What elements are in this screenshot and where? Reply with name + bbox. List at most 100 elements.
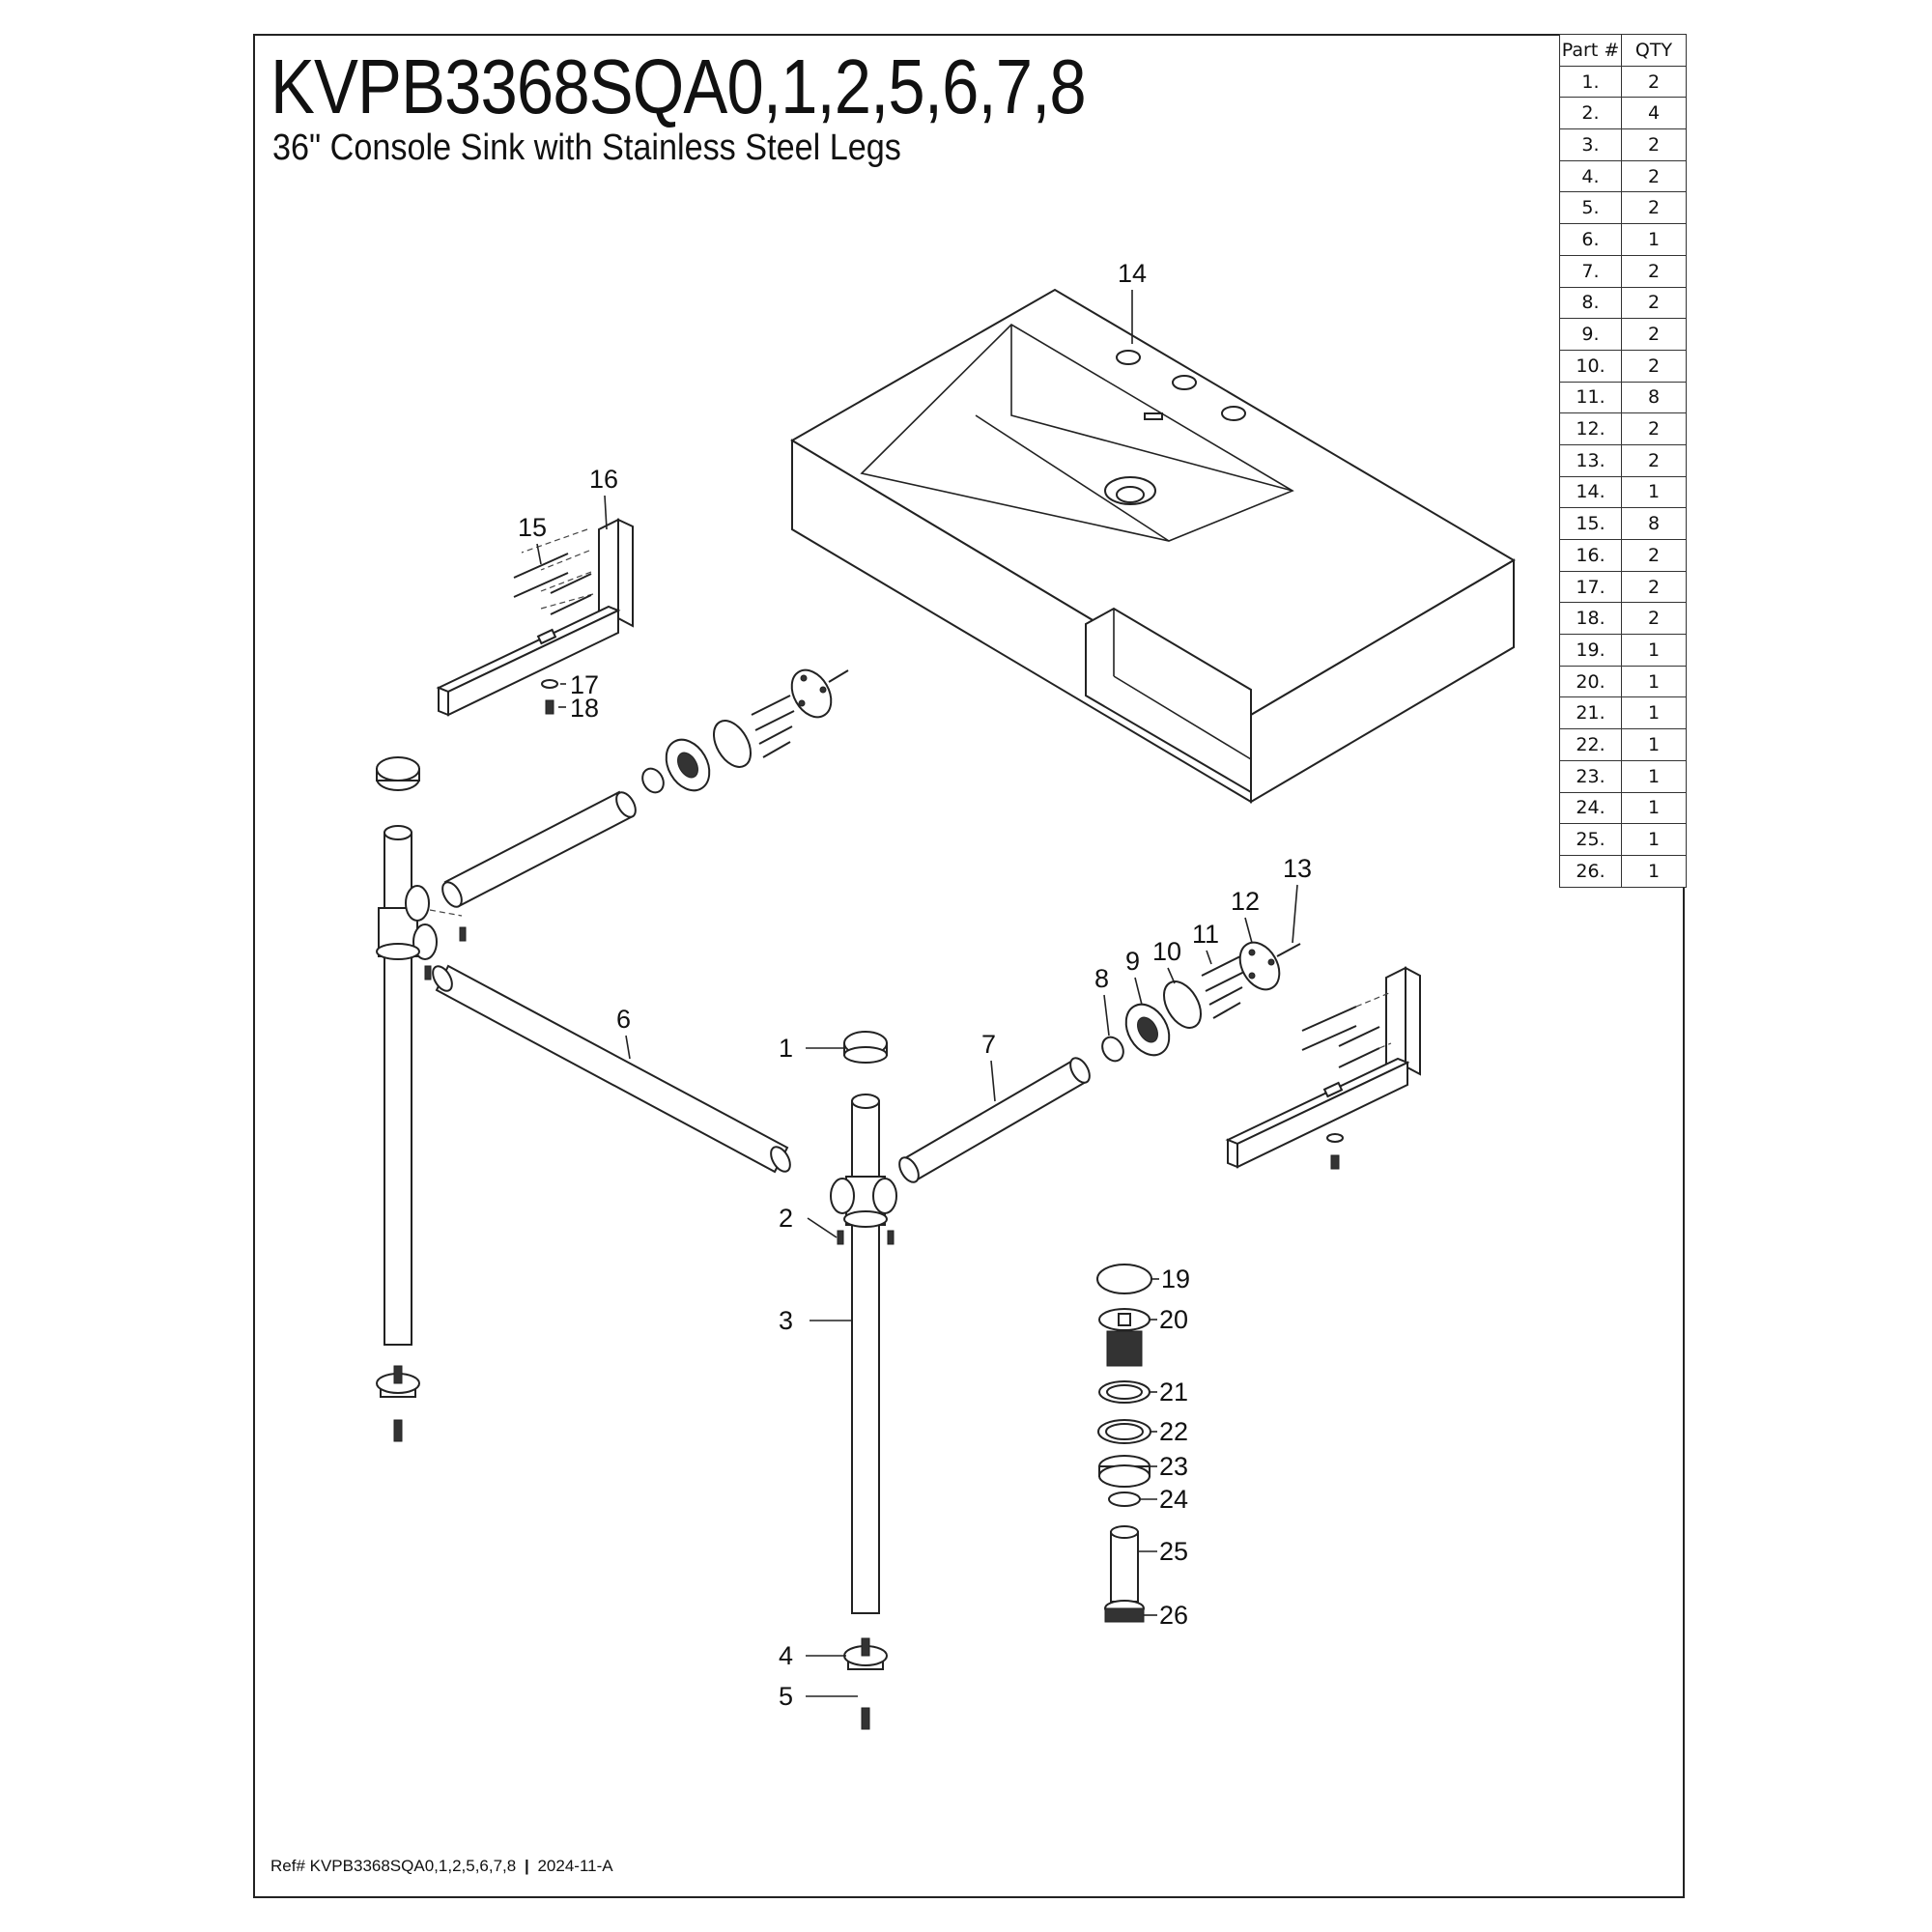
table-row: 12.2 bbox=[1559, 412, 1687, 445]
quantity-cell: 2 bbox=[1621, 412, 1687, 445]
table-row: 1.2 bbox=[1559, 65, 1687, 99]
part-number-cell: 22. bbox=[1559, 728, 1622, 761]
left-leg-assembly bbox=[376, 756, 467, 1442]
part-number-cell: 19. bbox=[1559, 634, 1622, 667]
set-screw-13 bbox=[1276, 943, 1301, 957]
callout-9: 9 bbox=[1125, 947, 1140, 976]
callout-2: 2 bbox=[779, 1204, 793, 1233]
table-row: 16.2 bbox=[1559, 539, 1687, 572]
quantity-cell: 1 bbox=[1621, 728, 1687, 761]
part-number-cell: 12. bbox=[1559, 412, 1622, 445]
quantity-cell: 2 bbox=[1621, 570, 1687, 604]
callout-14: 14 bbox=[1118, 259, 1147, 288]
bracket-screws-left bbox=[513, 553, 592, 615]
table-row: 10.2 bbox=[1559, 349, 1687, 383]
callout-23: 23 bbox=[1159, 1452, 1188, 1481]
quantity-cell: 2 bbox=[1621, 318, 1687, 351]
callout-18: 18 bbox=[570, 694, 599, 723]
quantity-cell: 8 bbox=[1621, 381, 1687, 414]
table-row: 15.8 bbox=[1559, 507, 1687, 540]
leg-foot-4 bbox=[843, 1637, 888, 1670]
callout-11: 11 bbox=[1192, 920, 1219, 949]
part-number-cell: 23. bbox=[1559, 759, 1622, 793]
part-number-cell: 4. bbox=[1559, 159, 1622, 193]
part-number-cell: 21. bbox=[1559, 696, 1622, 730]
quantity-cell: 1 bbox=[1621, 791, 1687, 825]
table-row: 19.1 bbox=[1559, 634, 1687, 667]
right-wall-bracket bbox=[1225, 966, 1421, 1170]
left-wall-bracket bbox=[436, 518, 634, 717]
part-number-cell: 25. bbox=[1559, 823, 1622, 856]
drain-body-20 bbox=[1098, 1308, 1151, 1367]
leveling-bolt-5 bbox=[861, 1707, 870, 1730]
callout-12: 12 bbox=[1231, 887, 1260, 916]
reference-footer: Ref# KVPB3368SQA0,1,2,5,6,7,8 | 2024-11-… bbox=[270, 1858, 613, 1874]
table-row: 13.2 bbox=[1559, 443, 1687, 477]
table-row: 3.2 bbox=[1559, 128, 1687, 161]
callout-17: 17 bbox=[570, 670, 599, 699]
upper-gasket-ring bbox=[713, 720, 752, 768]
callout-25: 25 bbox=[1159, 1537, 1188, 1566]
footer-separator: | bbox=[524, 1857, 529, 1875]
quantity-cell: 2 bbox=[1621, 254, 1687, 288]
ring-24 bbox=[1108, 1492, 1141, 1507]
product-subtitle: 36" Console Sink with Stainless Steel Le… bbox=[272, 128, 901, 168]
part-number-cell: 14. bbox=[1559, 475, 1622, 509]
quantity-cell: 2 bbox=[1621, 539, 1687, 572]
quantity-cell: 1 bbox=[1621, 475, 1687, 509]
upper-escutcheon bbox=[665, 738, 711, 792]
callout-13: 13 bbox=[1283, 854, 1312, 883]
part-number-cell: 26. bbox=[1559, 854, 1622, 888]
flange-screws-11 bbox=[1201, 955, 1245, 1019]
header-qty: QTY bbox=[1621, 34, 1687, 67]
quantity-cell: 2 bbox=[1621, 128, 1687, 161]
table-row: 6.1 bbox=[1559, 223, 1687, 256]
table-row: 17.2 bbox=[1559, 570, 1687, 604]
drain-cap-19 bbox=[1096, 1264, 1152, 1294]
part-number-cell: 16. bbox=[1559, 539, 1622, 572]
lock-nut-23 bbox=[1098, 1455, 1151, 1488]
wall-flange-12 bbox=[1238, 941, 1281, 991]
part-number-cell: 2. bbox=[1559, 97, 1622, 130]
callout-20: 20 bbox=[1159, 1305, 1188, 1334]
callout-3: 3 bbox=[779, 1306, 793, 1335]
table-row: 22.1 bbox=[1559, 728, 1687, 761]
gasket-ring-10 bbox=[1163, 980, 1202, 1029]
callout-24: 24 bbox=[1159, 1485, 1188, 1514]
upper-collar bbox=[641, 767, 665, 794]
callout-22: 22 bbox=[1159, 1417, 1188, 1446]
sink-basin bbox=[790, 288, 1516, 804]
table-row: 7.2 bbox=[1559, 254, 1687, 288]
callout-8: 8 bbox=[1094, 964, 1109, 993]
table-row: 11.8 bbox=[1559, 381, 1687, 414]
table-row: 5.2 bbox=[1559, 191, 1687, 225]
callout-5: 5 bbox=[779, 1682, 793, 1711]
center-leg-tube-3 bbox=[830, 1094, 897, 1614]
callout-19: 19 bbox=[1161, 1264, 1190, 1293]
callout-labels: 1 2 3 4 5 6 7 8 9 10 11 12 13 14 15 16 1… bbox=[518, 259, 1312, 1711]
footer-date: 2024-11-A bbox=[537, 1857, 613, 1875]
callout-7: 7 bbox=[981, 1030, 996, 1059]
part-number-cell: 10. bbox=[1559, 349, 1622, 383]
quantity-cell: 1 bbox=[1621, 634, 1687, 667]
leg-set-screws-2 bbox=[837, 1230, 895, 1245]
quantity-cell: 2 bbox=[1621, 349, 1687, 383]
escutcheon-9 bbox=[1124, 1003, 1171, 1057]
callout-21: 21 bbox=[1159, 1378, 1188, 1406]
table-row: 23.1 bbox=[1559, 759, 1687, 793]
table-row: 21.1 bbox=[1559, 696, 1687, 730]
footer-ref: Ref# KVPB3368SQA0,1,2,5,6,7,8 bbox=[270, 1857, 517, 1875]
quantity-cell: 2 bbox=[1621, 443, 1687, 477]
center-leg-cap-1 bbox=[843, 1031, 888, 1064]
callout-6: 6 bbox=[616, 1005, 631, 1034]
part-number-cell: 11. bbox=[1559, 381, 1622, 414]
table-row: 2.4 bbox=[1559, 97, 1687, 130]
table-row: 25.1 bbox=[1559, 823, 1687, 856]
drawing-frame bbox=[253, 34, 1685, 1898]
table-row: 8.2 bbox=[1559, 286, 1687, 320]
part-number-cell: 13. bbox=[1559, 443, 1622, 477]
table-row: 14.1 bbox=[1559, 475, 1687, 509]
long-rail bbox=[432, 964, 791, 1174]
quantity-cell: 2 bbox=[1621, 65, 1687, 99]
